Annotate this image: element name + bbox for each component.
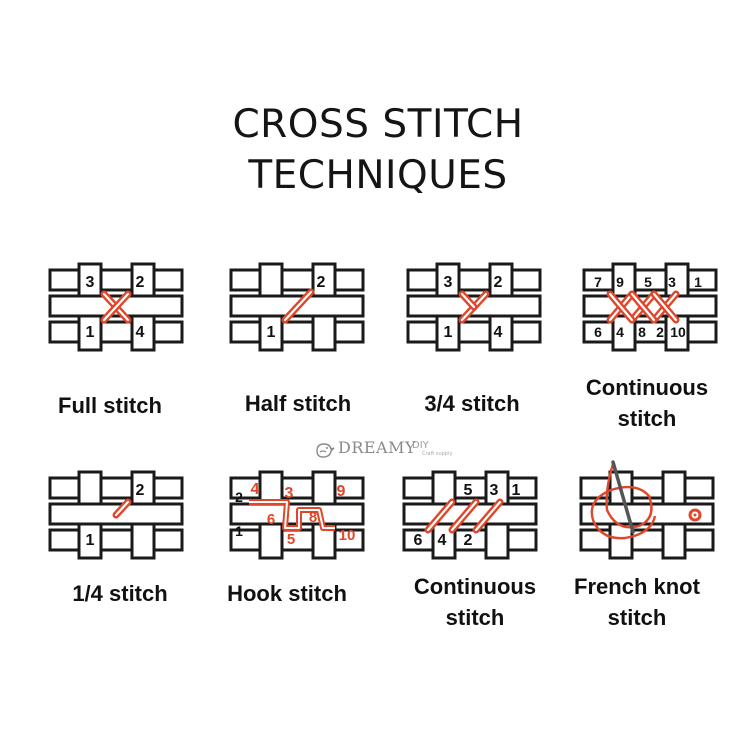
label-line: Continuous bbox=[585, 375, 709, 400]
label-line: Half stitch bbox=[244, 391, 352, 416]
label-line: Full stitch bbox=[58, 393, 162, 418]
stitch-number: 10 bbox=[339, 527, 356, 544]
thread-highlight bbox=[630, 292, 656, 322]
thread-highlight bbox=[426, 500, 454, 532]
label-hook-stitch: Hook stitch bbox=[217, 578, 357, 609]
stitch-number: 3 bbox=[86, 274, 95, 291]
stitch-number: 2 bbox=[656, 324, 664, 340]
stitch-number: 9 bbox=[337, 483, 346, 500]
label-half-stitch: Half stitch bbox=[228, 388, 368, 419]
page-title-line-1: CROSS STITCH bbox=[232, 102, 524, 147]
stitch-number: 2 bbox=[464, 532, 473, 549]
fabric-weft bbox=[406, 268, 542, 292]
stitch-number: 3 bbox=[668, 274, 676, 290]
fabric-weft bbox=[48, 268, 184, 292]
stitch-number: 6 bbox=[414, 532, 423, 549]
label-line: stitch bbox=[445, 605, 505, 630]
thread-highlight bbox=[114, 500, 130, 517]
label-line: Continuous bbox=[413, 574, 537, 599]
label-line: Hook stitch bbox=[227, 581, 347, 606]
stitch-number: 5 bbox=[464, 482, 473, 499]
page-title-line-2: TECHNIQUES bbox=[248, 153, 508, 198]
label-line: stitch bbox=[607, 605, 667, 630]
thread-highlight bbox=[652, 292, 678, 322]
brand-watermark: DREAMY DIY Craft supply bbox=[310, 436, 460, 462]
stitch-number: 8 bbox=[309, 509, 317, 526]
fabric-weft bbox=[229, 268, 365, 292]
label-full-stitch: Full stitch bbox=[40, 390, 180, 421]
fabric-weft bbox=[229, 320, 365, 344]
label-three-quarter-stitch: 3/4 stitch bbox=[402, 388, 542, 419]
thread-highlight bbox=[608, 292, 634, 322]
stitch-number: 1 bbox=[694, 274, 702, 290]
stitch-number: 4 bbox=[136, 324, 145, 341]
stitch-number: 3 bbox=[285, 485, 294, 502]
stitch-number: 4 bbox=[438, 532, 447, 549]
stitch-number: 3 bbox=[490, 482, 499, 499]
label-continuous-stitch-2: Continuous stitch bbox=[395, 571, 555, 633]
watermark-suffix: DIY bbox=[412, 440, 429, 451]
stitch-number: 6 bbox=[594, 324, 602, 340]
fabric-weft bbox=[48, 476, 184, 500]
fabric-weft bbox=[48, 528, 184, 552]
stitch-number: 1 bbox=[86, 532, 95, 549]
watermark-brand: DREAMY bbox=[338, 438, 417, 457]
stitch-number: 4 bbox=[616, 324, 624, 340]
full-stitch-diagram: 3 2 1 4 bbox=[48, 262, 184, 352]
thread-loop bbox=[590, 463, 657, 540]
french-knot-stitch-diagram bbox=[579, 460, 715, 560]
stitch-number: 1 bbox=[512, 482, 521, 499]
thread-highlight bbox=[450, 500, 478, 532]
french-knot-icon bbox=[688, 508, 702, 522]
label-line: 1/4 stitch bbox=[72, 581, 168, 606]
stitch-number: 1 bbox=[235, 523, 243, 539]
fabric-weft bbox=[48, 320, 184, 344]
thread-highlight bbox=[283, 290, 313, 322]
fabric-weft bbox=[406, 320, 542, 344]
stitch-number: 2 bbox=[136, 482, 145, 499]
label-line: French knot bbox=[574, 574, 700, 599]
stitch-number: 2 bbox=[136, 274, 145, 291]
stitch-number: 2 bbox=[235, 489, 243, 505]
needle-icon bbox=[611, 460, 635, 534]
half-stitch-diagram: 21 bbox=[229, 262, 365, 352]
stitch-number: 2 bbox=[317, 274, 326, 291]
label-continuous-stitch-1: Continuous stitch bbox=[567, 372, 727, 434]
thread-highlight bbox=[249, 501, 335, 529]
french-knot-center bbox=[693, 513, 697, 517]
stitch-number: 1 bbox=[267, 324, 276, 341]
stitch-number: 4 bbox=[251, 481, 260, 498]
stitch-number: 1 bbox=[444, 324, 453, 341]
thread-highlight bbox=[474, 500, 502, 532]
label-line: 3/4 stitch bbox=[424, 391, 520, 416]
quarter-stitch-diagram: 21 bbox=[48, 470, 184, 560]
stitch-number: 10 bbox=[670, 324, 686, 340]
stitch-number: 4 bbox=[494, 324, 503, 341]
stitch-number: 7 bbox=[594, 274, 602, 290]
stitch-number: 9 bbox=[616, 274, 624, 290]
label-line: stitch bbox=[617, 406, 677, 431]
stitch-number: 5 bbox=[287, 531, 295, 548]
label-quarter-stitch: 1/4 stitch bbox=[50, 578, 190, 609]
stitch-number: 3 bbox=[444, 274, 453, 291]
stitch-number: 8 bbox=[638, 324, 646, 340]
fabric-weft bbox=[582, 320, 718, 344]
watermark-tagline: Craft supply bbox=[422, 451, 453, 457]
thread-highlight bbox=[102, 292, 130, 322]
stitch-number: 6 bbox=[267, 511, 275, 528]
stitch-number: 5 bbox=[644, 274, 652, 290]
three-quarter-stitch-diagram: 3 2 1 4 bbox=[406, 262, 542, 352]
stitch-number: 2 bbox=[494, 274, 503, 291]
thread-highlight bbox=[460, 292, 476, 309]
stitch-number: 1 bbox=[86, 324, 95, 341]
bird-logo-icon bbox=[316, 443, 335, 458]
label-french-knot-stitch: French knot stitch bbox=[557, 571, 717, 633]
